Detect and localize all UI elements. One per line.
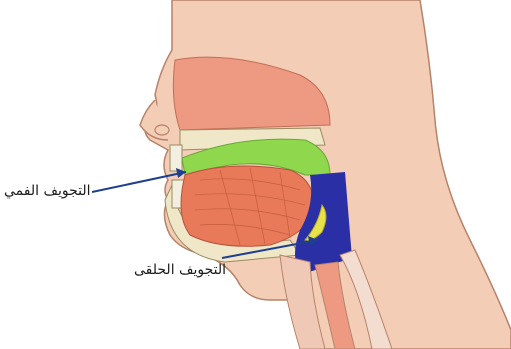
pharyngeal-cavity-label: التجويف الحلقى [134, 262, 226, 278]
upper-teeth [170, 145, 182, 171]
oral-cavity-label: التجويف الفمي [4, 183, 91, 199]
tongue [181, 166, 315, 246]
